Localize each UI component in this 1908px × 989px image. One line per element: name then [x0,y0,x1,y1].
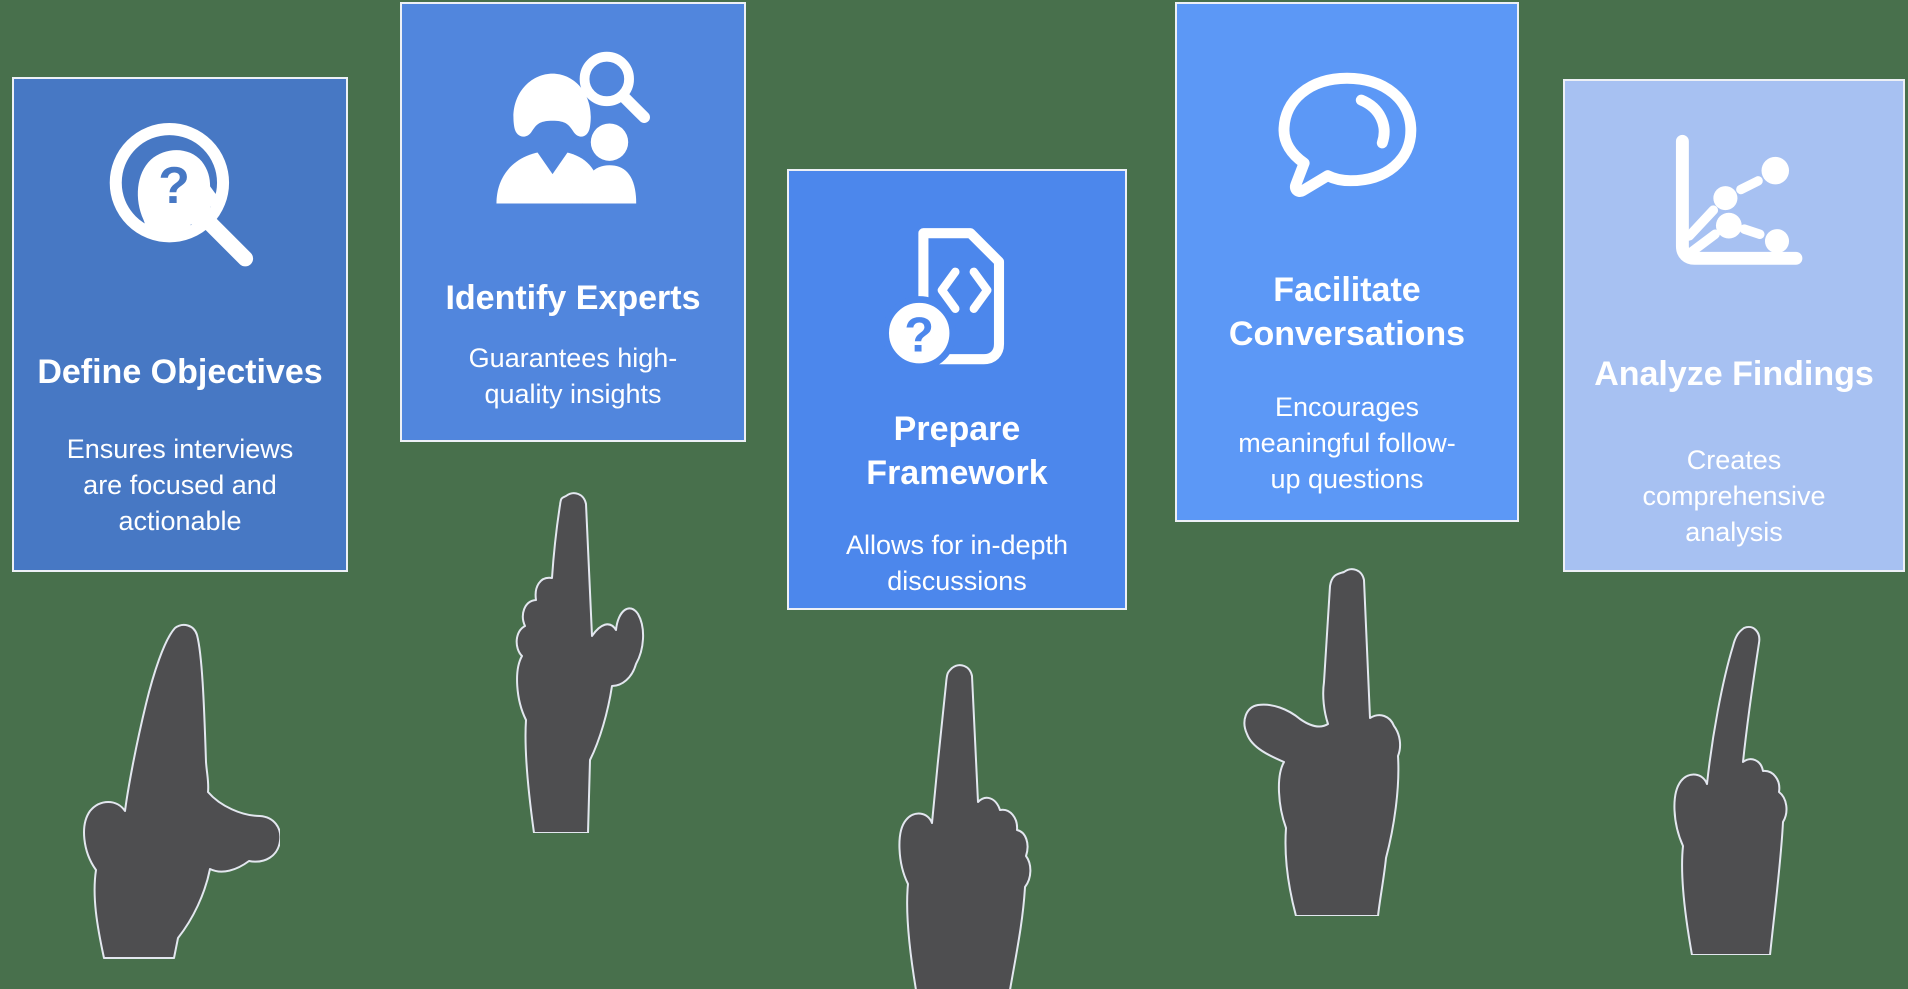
card-description: Encourages meaningful follow-up question… [1238,392,1456,494]
card-facilitate-conversations: Facilitate Conversations Encourages mean… [1175,2,1519,522]
card-description: Creates comprehensive analysis [1642,445,1826,547]
card-description: Ensures interviews are focused and actio… [66,434,294,536]
speech-bubble-icon [1278,72,1417,197]
pointing-hand-icon [878,660,1040,989]
card-description: Allows for in-depth discussions [845,530,1069,596]
card-title: Facilitate Conversations [1228,271,1466,353]
card-title: Analyze Findings [1594,355,1874,393]
question-glyph: ? [904,309,934,363]
card-identify-experts: Identify Experts Guarantees high-quality… [400,2,746,442]
scatter-chart-icon [1675,134,1803,265]
people-magnifier-icon [496,51,650,204]
card-analyze-findings: Analyze Findings Creates comprehensive a… [1563,79,1905,572]
card-description: Guarantees high-quality insights [468,343,678,409]
card-define-objectives: ? Define Objectives Ensures interviews a… [12,77,348,572]
pointing-hand-icon [70,620,280,960]
card-title: Identify Experts [445,279,701,317]
question-glyph: ? [158,156,190,214]
card-prepare-framework: ? Prepare Framework Allows for in-depth … [787,169,1127,610]
pointing-hand-icon [498,488,663,833]
pointing-hand-icon [1238,566,1434,916]
code-document-question-icon: ? [882,228,1005,371]
pointing-hand-icon [1652,622,1800,955]
card-title: Define Objectives [37,353,323,391]
head-question-magnifier-icon: ? [109,123,253,267]
card-title: Prepare Framework [866,410,1048,492]
